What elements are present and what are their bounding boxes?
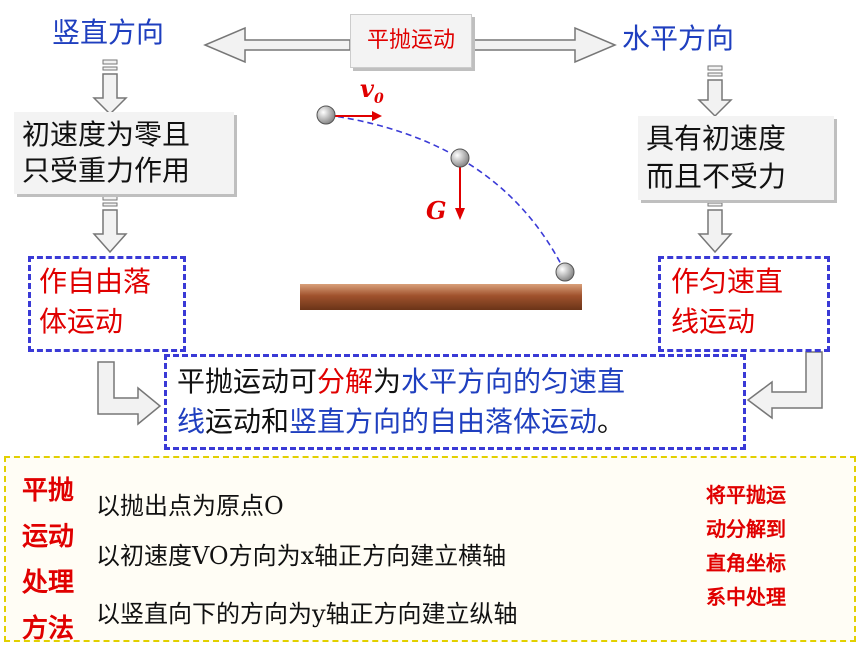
left-down-arrow-1	[92, 59, 128, 116]
v0-label: v0	[360, 74, 384, 107]
vertical-condition-line2: 只受重力作用	[22, 154, 191, 187]
summary-text-decompose: 分解	[317, 365, 374, 398]
side-note-line3: 直角坐标	[706, 551, 786, 575]
side-note-line4: 系中处理	[706, 585, 786, 609]
method-title-line4: 方法	[22, 614, 75, 644]
vertical-condition-box: 初速度为零且 只受重力作用	[14, 112, 234, 194]
summary-text-horizontal: 水平方向的匀速直	[401, 365, 626, 398]
summary-line1: 平抛运动可分解为水平方向的匀速直	[177, 365, 625, 399]
free-fall-line1: 作自由落	[39, 265, 152, 298]
v0-label-sub: 0	[373, 90, 384, 107]
summary-text-vertical: 竖直方向的自由落体运动	[289, 405, 598, 438]
vertical-condition-line1: 初速度为零且	[22, 118, 191, 151]
summary-box: 平抛运动可分解为水平方向的匀速直 线运动和竖直方向的自由落体运动。	[164, 354, 746, 450]
horizontal-direction-label: 水平方向	[622, 22, 735, 55]
ball-start	[316, 105, 336, 125]
summary-text-line: 线	[177, 405, 206, 438]
method-title-line2: 运动	[22, 522, 75, 552]
v0-label-main: v	[360, 74, 374, 103]
side-note-line2: 动分解到	[706, 517, 786, 541]
method-title-line1: 平抛	[22, 476, 75, 506]
method-step-origin: 以抛出点为原点O	[96, 492, 284, 520]
left-arrow-shape	[203, 26, 351, 64]
summary-text-a: 平抛运动可	[177, 365, 318, 398]
method-side-note: 将平抛运 动分解到 直角坐标 系中处理	[706, 478, 846, 614]
method-title-line3: 处理	[22, 568, 75, 598]
vertical-direction-label: 竖直方向	[52, 16, 165, 49]
summary-text-b: 为	[373, 365, 402, 398]
ground-bar	[300, 284, 582, 310]
ball-end	[555, 262, 575, 282]
horizontal-condition-box: 具有初速度 而且不受力	[638, 116, 834, 200]
g-arrow-head	[455, 208, 465, 220]
method-step-x-axis: 以初速度VO方向为x轴正方向建立横轴	[96, 542, 507, 570]
uniform-motion-box: 作匀速直 线运动	[658, 256, 830, 352]
horizontal-condition-line2: 而且不受力	[646, 160, 787, 193]
summary-text-c: 运动和	[205, 405, 290, 438]
right-down-arrow-2	[697, 195, 733, 254]
gravity-label: G	[426, 196, 447, 225]
method-title: 平抛 运动 处理 方法	[22, 468, 92, 652]
right-bent-arrow	[746, 351, 823, 420]
summary-line2: 线运动和竖直方向的自由落体运动。	[177, 405, 625, 439]
processing-method-box	[4, 456, 856, 642]
right-arrow-shape	[469, 26, 617, 64]
ball-middle	[450, 148, 470, 168]
projectile-motion-box: 平抛运动	[350, 14, 472, 68]
side-note-line1: 将平抛运	[706, 483, 786, 507]
free-fall-line2: 体运动	[39, 305, 124, 338]
v0-arrow-head	[372, 111, 382, 121]
left-bent-arrow	[97, 361, 162, 426]
uniform-motion-line2: 线运动	[671, 305, 756, 338]
right-down-arrow-1	[697, 65, 733, 118]
left-down-arrow-2	[92, 195, 128, 254]
method-step-y-axis: 以竖直向下的方向为y轴正方向建立纵轴	[96, 600, 518, 628]
free-fall-box: 作自由落 体运动	[28, 256, 186, 352]
summary-text-period: 。	[597, 405, 626, 438]
uniform-motion-line1: 作匀速直	[671, 265, 784, 298]
horizontal-condition-line1: 具有初速度	[646, 122, 787, 155]
trajectory-curve	[327, 114, 566, 273]
